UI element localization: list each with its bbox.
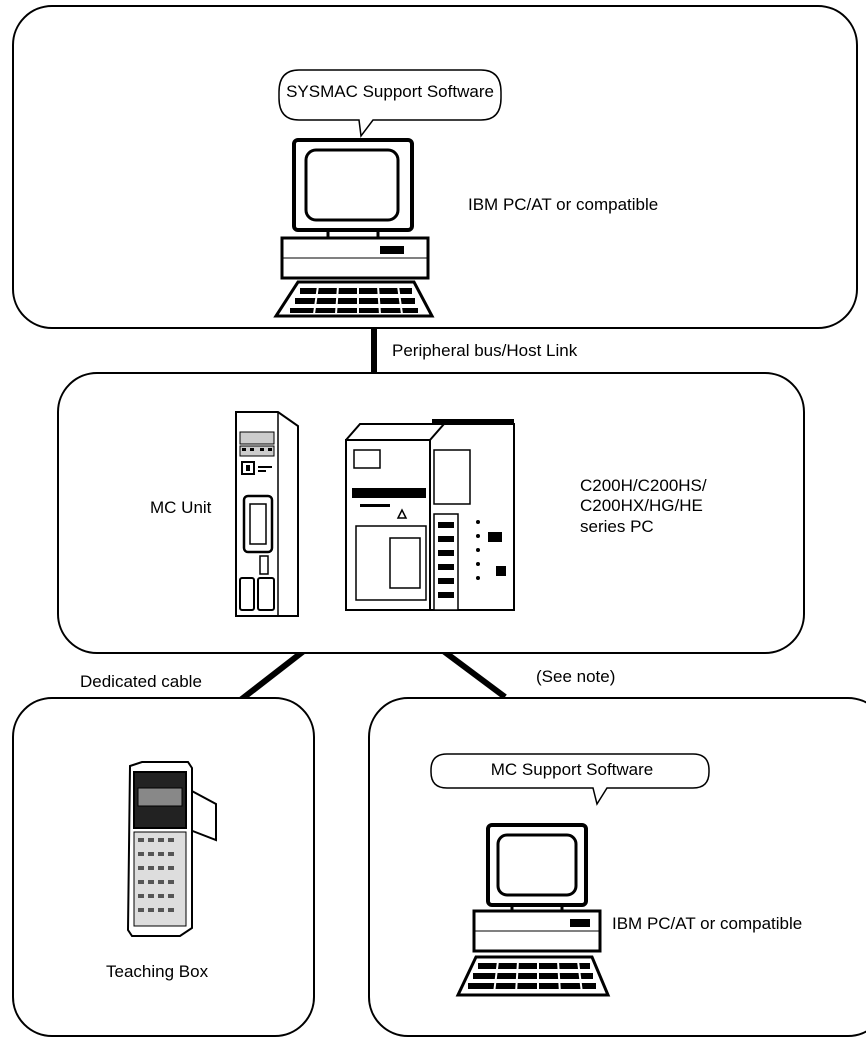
top-computer-label: IBM PC/AT or compatible — [468, 195, 659, 214]
top-panel — [12, 5, 858, 329]
mc-unit-label: MC Unit — [150, 498, 212, 517]
see-note-label: (See note) — [536, 667, 616, 686]
see-note-line — [440, 647, 507, 700]
pc-series-label: C200H/C200HS/ C200HX/HG/HE series PC — [580, 476, 707, 536]
desktop-computer-icon — [455, 823, 611, 997]
teaching-box-label: Teaching Box — [106, 962, 209, 981]
sysmac-software-bubble: SYSMAC Support Software — [275, 68, 505, 140]
plc-rack-icon — [345, 419, 515, 611]
mc-unit-module-icon — [235, 411, 299, 617]
dedicated-cable-label: Dedicated cable — [80, 672, 202, 691]
mc-software-bubble: MC Support Software — [427, 752, 717, 808]
bottom-computer-label: IBM PC/AT or compatible — [612, 914, 803, 933]
mc-software-text: MC Support Software — [490, 760, 654, 779]
sysmac-software-text: SYSMAC Support Software — [286, 82, 494, 101]
peripheral-bus-label: Peripheral bus/Host Link — [392, 341, 578, 360]
desktop-computer-icon — [273, 138, 435, 318]
teaching-box-icon — [126, 761, 217, 937]
